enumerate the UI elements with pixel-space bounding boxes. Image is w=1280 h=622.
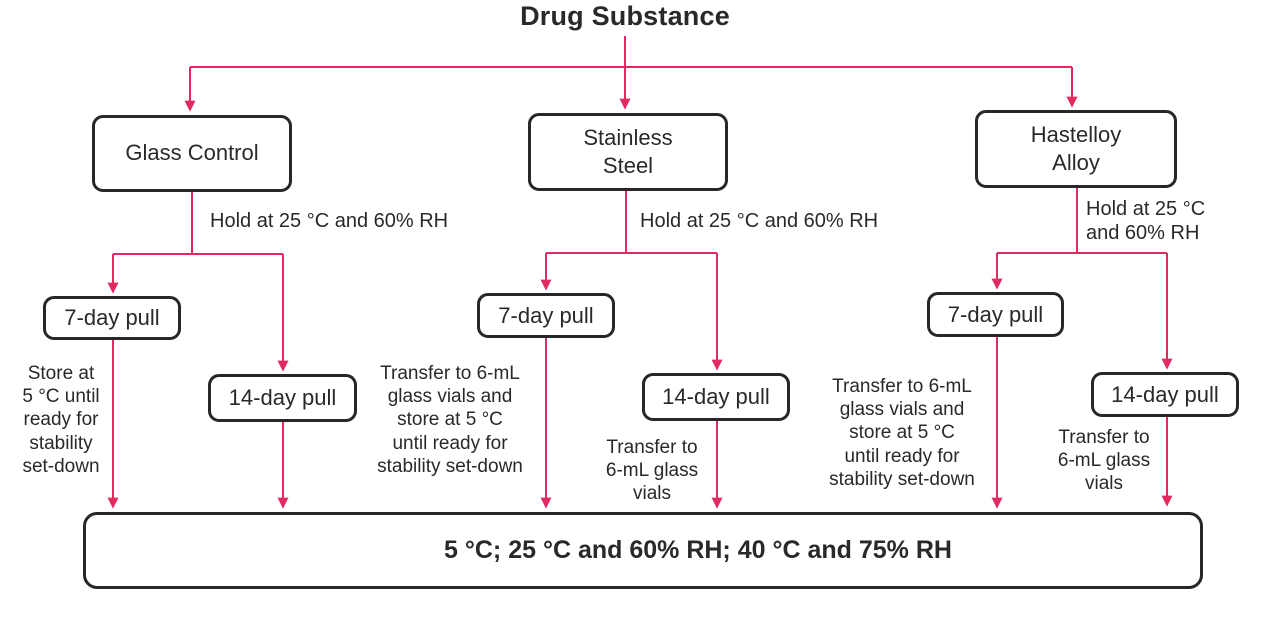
node-glass-control: Glass Control	[92, 115, 292, 192]
hold-condition-stainless: Hold at 25 °C and 60% RH	[640, 210, 879, 232]
storage-conditions-box: 5 °C; 25 °C and 60% RH; 40 °C and 75% RH	[83, 512, 1203, 589]
storage-conditions-label: 5 °C; 25 °C and 60% RH; 40 °C and 75% RH	[444, 536, 952, 564]
note-7day-hastelloy: Transfer to 6-mL glass vials and store a…	[829, 376, 975, 490]
connectors-glass-branch	[107, 192, 289, 509]
node-14day-pull-glass: 14-day pull	[208, 374, 357, 422]
hold-condition-hastelloy: Hold at 25 °C and 60% RH	[1086, 198, 1206, 244]
node-hastelloy-alloy: Hastelloy Alloy	[975, 110, 1177, 188]
node-14day-pull-stainless: 14-day pull	[642, 373, 790, 421]
note-7day-stainless: Transfer to 6-mL glass vials and store a…	[377, 363, 523, 477]
connectors-top	[184, 36, 1078, 112]
node-7day-pull-glass: 7-day pull	[43, 296, 181, 340]
note-7day-glass: Store at 5 °C until ready for stability …	[22, 363, 100, 477]
note-14day-stainless: Transfer to 6-mL glass vials	[605, 437, 699, 505]
node-7day-pull-hastelloy: 7-day pull	[927, 292, 1064, 337]
note-14day-hastelloy: Transfer to 6-mL glass vials	[1057, 427, 1151, 495]
hold-condition-glass: Hold at 25 °C and 60% RH	[210, 210, 449, 232]
node-7day-pull-stainless: 7-day pull	[477, 293, 615, 338]
diagram-title: Drug Substance	[520, 1, 730, 31]
node-14day-pull-hastelloy: 14-day pull	[1091, 372, 1239, 417]
node-stainless-steel: Stainless Steel	[528, 113, 728, 191]
